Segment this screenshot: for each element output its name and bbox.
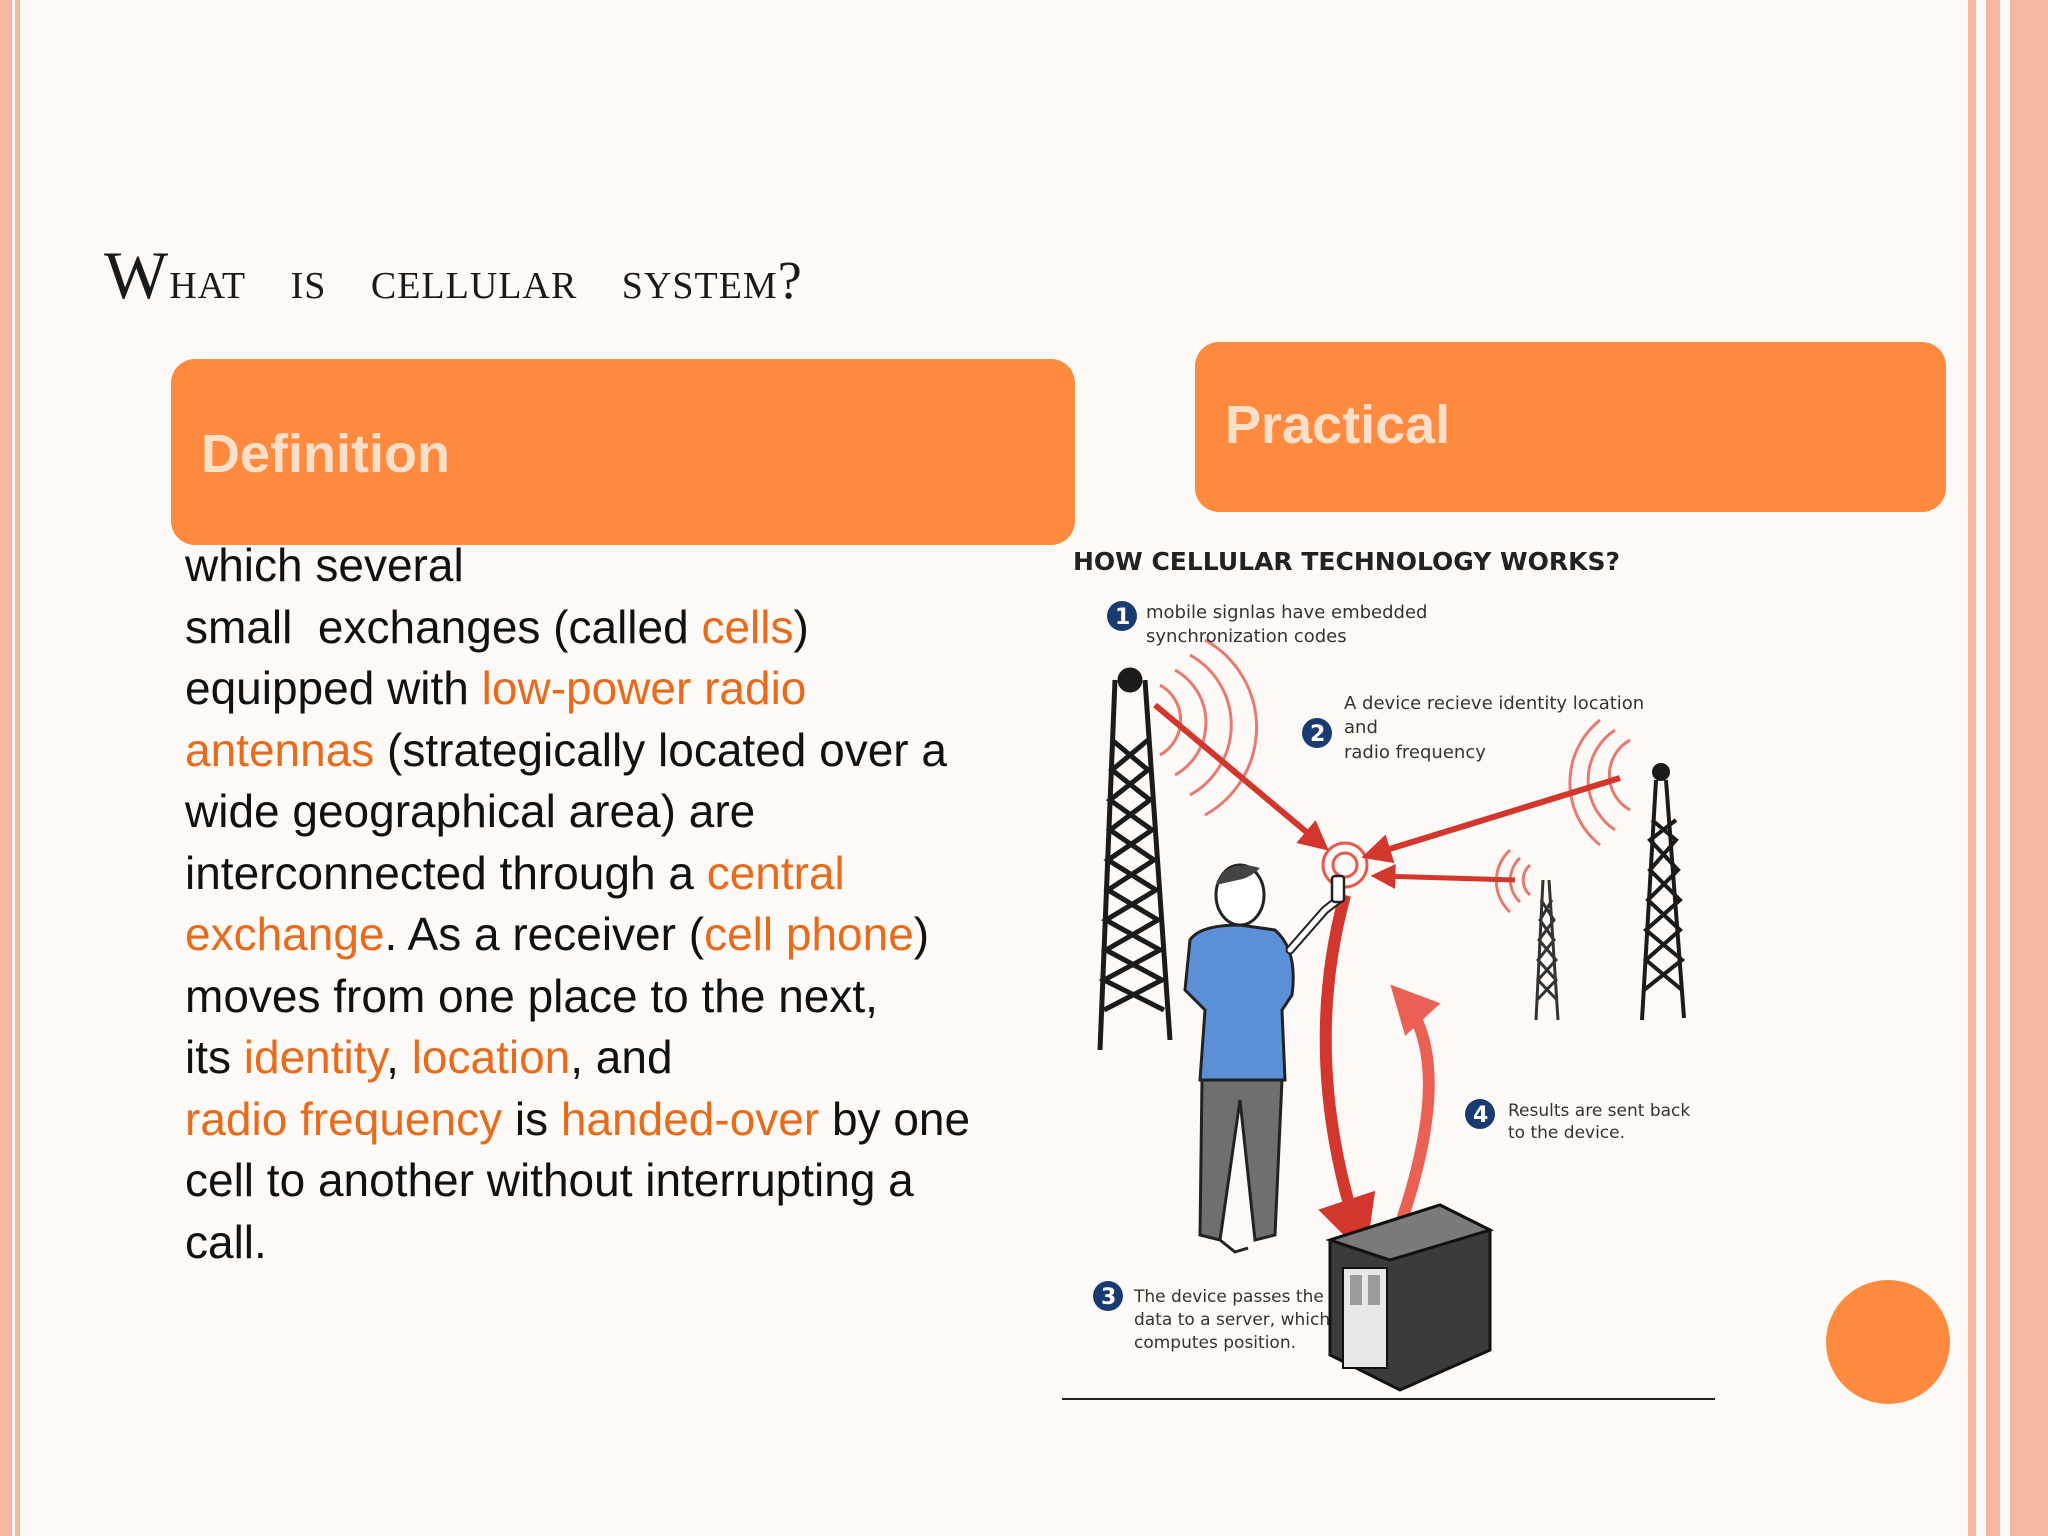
definition-text-segment: is	[502, 1092, 561, 1145]
cell-tower-left-icon	[1097, 667, 1173, 1051]
decorative-circle	[1826, 1280, 1950, 1404]
step-2: 2 A device recieve identity location and…	[1302, 693, 1644, 763]
definition-text-segment: ) moves from one place to the next, its	[185, 908, 930, 1083]
definition-text-segment: ) equipped with	[185, 600, 809, 715]
definition-body-text: which several small exchanges (called ce…	[185, 535, 1075, 1273]
highlighted-term: cells	[701, 600, 794, 653]
svg-text:mobile signlas have embedded: mobile signlas have embedded	[1146, 602, 1427, 623]
cellular-technology-diagram: HOW CELLULAR TECHNOLOGY WORKS?	[1060, 540, 1720, 1402]
highlighted-term: central exchange	[185, 846, 845, 961]
signal-arrow-far	[1370, 864, 1516, 890]
svg-text:and: and	[1344, 717, 1378, 738]
highlighted-term: radio frequency	[185, 1092, 503, 1145]
step-1: 1 mobile signlas have embedded synchroni…	[1107, 601, 1427, 647]
radio-waves-left-icon	[1159, 638, 1259, 817]
svg-text:2: 2	[1310, 722, 1325, 747]
right-border-decoration	[1968, 0, 2048, 1536]
signal-arrow-right	[1361, 775, 1621, 864]
step-3: 3 The device passes the data to a server…	[1093, 1281, 1330, 1353]
definition-tab-label: Definition	[201, 424, 450, 484]
svg-text:Results are sent back: Results are sent back	[1508, 1101, 1690, 1121]
practical-tab-label: Practical	[1225, 395, 1451, 455]
svg-text:3: 3	[1101, 1285, 1116, 1310]
highlighted-term: low-power radio antennas	[185, 662, 807, 776]
slide-title: What is cellular system?	[104, 237, 803, 313]
cell-tower-far-icon	[1534, 879, 1560, 1021]
svg-text:radio frequency: radio frequency	[1344, 742, 1486, 763]
svg-text:synchronization codes: synchronization codes	[1146, 626, 1347, 647]
left-border-decoration	[0, 0, 20, 1536]
definition-text-segment: ,	[386, 1031, 412, 1083]
definition-text-segment: , and	[570, 1031, 673, 1083]
highlighted-term: handed-over	[560, 1092, 820, 1145]
definition-text-segment: by one cell to another without interrupt…	[185, 1092, 971, 1268]
definition-text-segment: which several small exchanges (called	[185, 539, 689, 653]
svg-text:computes position.: computes position.	[1134, 1333, 1296, 1353]
definition-text-segment: (strategically located over a wide geogr…	[185, 723, 947, 899]
radio-waves-right-icon	[1568, 718, 1631, 847]
person-with-phone-icon	[1183, 863, 1346, 1254]
definition-text-segment: . As a receiver (	[384, 908, 705, 960]
definition-tab: Definition	[171, 359, 1075, 545]
practical-tab: Practical	[1195, 342, 1946, 512]
highlighted-term: identity	[243, 1031, 387, 1083]
svg-text:to the device.: to the device.	[1508, 1123, 1625, 1143]
cell-tower-right-icon	[1640, 763, 1686, 1021]
highlighted-term: location	[411, 1031, 571, 1083]
data-to-server-arrow	[1318, 893, 1376, 1258]
server-icon	[1325, 1203, 1495, 1392]
svg-text:A device recieve identity loca: A device recieve identity location	[1344, 693, 1644, 714]
diagram-title: HOW CELLULAR TECHNOLOGY WORKS?	[1073, 547, 1620, 576]
results-back-arrow	[1389, 984, 1441, 1243]
svg-text:data to a server, which: data to a server, which	[1134, 1310, 1330, 1330]
svg-text:The device passes the: The device passes the	[1133, 1287, 1324, 1307]
svg-text:1: 1	[1115, 605, 1130, 630]
step-4: 4 Results are sent back to the device.	[1465, 1099, 1690, 1143]
svg-text:4: 4	[1473, 1103, 1488, 1128]
signal-arrow-left	[1153, 702, 1329, 851]
highlighted-term: cell phone	[704, 908, 914, 960]
